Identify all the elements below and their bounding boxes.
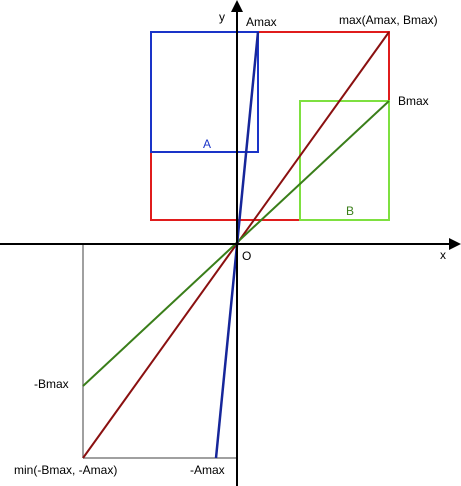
union-box xyxy=(150,31,390,221)
y-axis-arrow xyxy=(231,0,243,12)
neg-amax-label: -Amax xyxy=(190,463,225,477)
neg-bmax-label: -Bmax xyxy=(34,377,69,391)
origin-label: O xyxy=(242,249,251,263)
max-label: max(Amax, Bmax) xyxy=(339,13,438,27)
x-axis-label: x xyxy=(440,248,446,262)
bmax-label: Bmax xyxy=(398,94,429,108)
y-axis-label: y xyxy=(219,10,225,24)
amax-label: Amax xyxy=(246,15,277,29)
x-axis-arrow xyxy=(449,238,461,250)
box-a xyxy=(150,31,259,153)
box-a-label: A xyxy=(203,137,211,151)
min-label: min(-Bmax, -Amax) xyxy=(14,463,117,477)
box-b xyxy=(299,100,390,221)
box-b-label: B xyxy=(346,204,354,218)
